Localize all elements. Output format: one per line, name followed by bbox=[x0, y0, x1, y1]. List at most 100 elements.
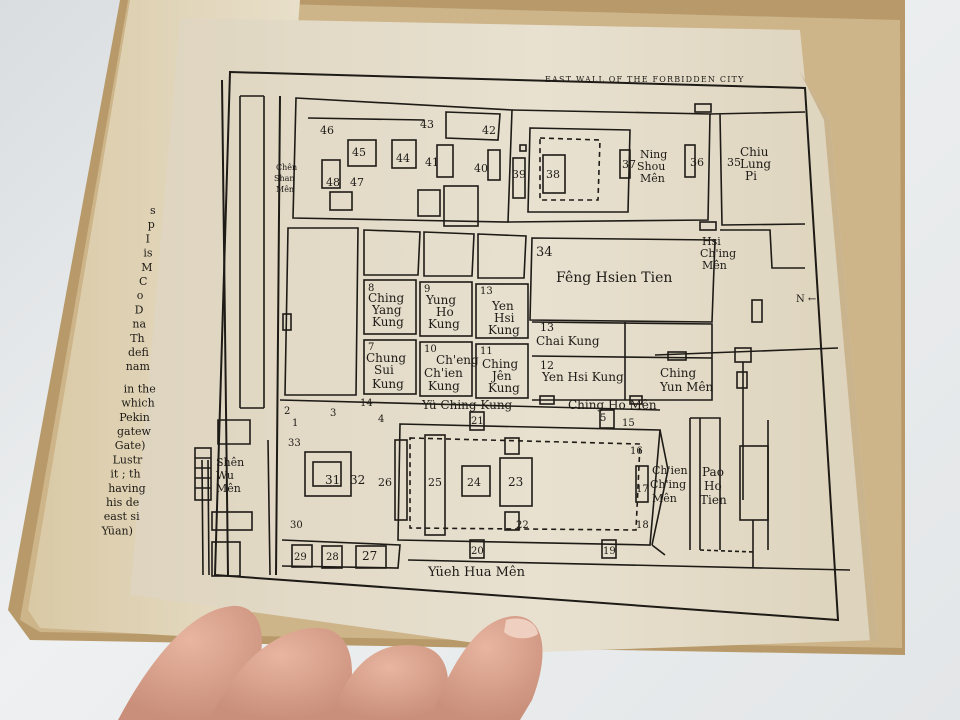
svg-text:36: 36 bbox=[690, 156, 704, 169]
svg-text:42: 42 bbox=[482, 124, 496, 137]
place-pao-ho-tien: Pao bbox=[702, 465, 724, 479]
svg-text:40: 40 bbox=[474, 162, 488, 175]
svg-text:38: 38 bbox=[546, 168, 560, 181]
svg-text:Shou: Shou bbox=[637, 160, 665, 173]
svg-text:Mên: Mên bbox=[640, 172, 665, 185]
svg-text:9: 9 bbox=[424, 284, 430, 295]
svg-text:Yun Mên: Yun Mên bbox=[659, 380, 714, 394]
left-page-fragment: which bbox=[121, 397, 154, 410]
svg-text:1: 1 bbox=[292, 418, 298, 429]
svg-text:14: 14 bbox=[360, 398, 373, 409]
place-cheng-chien-kung: Ch'eng bbox=[436, 353, 479, 367]
svg-text:21: 21 bbox=[471, 416, 484, 427]
svg-text:41: 41 bbox=[425, 156, 439, 169]
svg-text:3: 3 bbox=[330, 408, 336, 419]
svg-text:10: 10 bbox=[424, 344, 437, 355]
svg-text:Lung: Lung bbox=[740, 157, 771, 171]
place-yung-ho-kung: Yung bbox=[425, 293, 456, 307]
svg-text:2: 2 bbox=[284, 406, 290, 417]
left-page-fragment: Gate) bbox=[115, 439, 146, 452]
left-page-fragment: M bbox=[141, 261, 152, 274]
svg-text:24: 24 bbox=[467, 476, 481, 489]
svg-text:44: 44 bbox=[396, 152, 410, 165]
svg-text:47: 47 bbox=[350, 176, 364, 189]
gate-hsi-ching-men: Hsi bbox=[702, 235, 721, 248]
svg-text:29: 29 bbox=[294, 552, 307, 563]
svg-text:25: 25 bbox=[428, 476, 442, 489]
svg-text:30: 30 bbox=[290, 520, 303, 531]
svg-text:20: 20 bbox=[471, 546, 484, 557]
left-page-fragment: defi bbox=[128, 346, 150, 359]
left-page-fragment: C bbox=[139, 275, 147, 288]
left-page-fragment: o bbox=[137, 289, 144, 302]
gate-chien-ching-men: Ch'ien bbox=[652, 464, 688, 477]
left-page-fragment: s bbox=[150, 204, 156, 217]
svg-text:Mên: Mên bbox=[216, 482, 241, 495]
svg-text:13: 13 bbox=[480, 286, 493, 297]
svg-text:15: 15 bbox=[622, 418, 635, 429]
svg-text:45: 45 bbox=[352, 146, 366, 159]
place-ching-jen-kung: Ching bbox=[482, 357, 518, 371]
svg-text:46: 46 bbox=[320, 124, 334, 137]
svg-text:Yang: Yang bbox=[371, 303, 402, 317]
left-page-fragment: Th bbox=[130, 332, 144, 345]
svg-text:12: 12 bbox=[540, 359, 554, 372]
svg-text:37: 37 bbox=[622, 158, 636, 171]
svg-text:Jên: Jên bbox=[490, 369, 512, 383]
svg-text:19: 19 bbox=[603, 546, 616, 557]
place-yen-hsi-kung: Yen bbox=[491, 299, 514, 313]
left-page-fragment: in the bbox=[124, 382, 156, 395]
left-page-fragment: D bbox=[135, 303, 144, 316]
svg-text:Ch'ing: Ch'ing bbox=[650, 478, 686, 491]
svg-text:Kung: Kung bbox=[488, 323, 520, 337]
svg-text:Ch'ing: Ch'ing bbox=[700, 247, 736, 260]
svg-text:23: 23 bbox=[508, 475, 523, 489]
left-page-fragment: I bbox=[146, 232, 150, 245]
svg-text:16: 16 bbox=[630, 446, 643, 457]
svg-text:27: 27 bbox=[362, 549, 377, 563]
gate-lung-fu-men: Yüeh Hua Mên bbox=[427, 565, 526, 580]
hand bbox=[118, 605, 543, 720]
map-header: EAST WALL OF THE FORBIDDEN CITY bbox=[545, 75, 745, 84]
svg-text:Wu: Wu bbox=[216, 469, 234, 482]
svg-text:Kung: Kung bbox=[488, 381, 520, 395]
svg-text:Mên: Mên bbox=[702, 259, 727, 272]
place-chiu-lung-pi: Chiu bbox=[740, 145, 769, 159]
left-page-fragment: Yüan) bbox=[101, 524, 133, 537]
svg-text:Kung: Kung bbox=[428, 317, 460, 331]
left-page-fragment: his de bbox=[106, 496, 139, 509]
left-page-fragment: p bbox=[148, 218, 155, 231]
left-page-fragment: it ; th bbox=[110, 468, 140, 481]
svg-text:Pi: Pi bbox=[745, 169, 757, 183]
svg-text:11: 11 bbox=[480, 346, 493, 357]
left-page-fragment: Pekin bbox=[119, 411, 150, 424]
svg-text:Mên: Mên bbox=[276, 185, 294, 194]
svg-text:13: 13 bbox=[540, 321, 554, 334]
svg-text:Shan: Shan bbox=[274, 174, 295, 183]
svg-text:22: 22 bbox=[516, 520, 529, 531]
svg-text:35: 35 bbox=[727, 156, 741, 169]
left-page-fragment: na bbox=[132, 318, 146, 331]
svg-text:Kung: Kung bbox=[372, 315, 404, 329]
svg-text:39: 39 bbox=[512, 168, 526, 181]
svg-text:28: 28 bbox=[326, 552, 339, 563]
svg-text:43: 43 bbox=[420, 118, 434, 131]
place-yu-ching-kung: Chai Kung bbox=[536, 334, 600, 348]
svg-text:48: 48 bbox=[326, 176, 340, 189]
gate-chen-shan-men: Chên bbox=[276, 163, 297, 172]
gate-ching-ho-men: Yü Ching Kung bbox=[421, 398, 513, 412]
svg-text:Hsi: Hsi bbox=[494, 311, 515, 325]
svg-text:5: 5 bbox=[600, 413, 606, 424]
left-page-fragment: having bbox=[108, 482, 146, 495]
svg-text:Tien: Tien bbox=[700, 493, 727, 507]
svg-text:4: 4 bbox=[378, 414, 384, 425]
map-labels: 34 Fêng Hsien Tien 35 Chiu Lung Pi 36 37… bbox=[216, 118, 816, 580]
place-chung-sui-kung: Chung bbox=[366, 351, 406, 365]
map-linework bbox=[194, 70, 851, 622]
left-page-fragment: is bbox=[143, 247, 153, 260]
svg-text:18: 18 bbox=[636, 520, 649, 531]
left-page-fragment: Lustr bbox=[113, 453, 143, 466]
svg-text:34: 34 bbox=[536, 245, 553, 260]
